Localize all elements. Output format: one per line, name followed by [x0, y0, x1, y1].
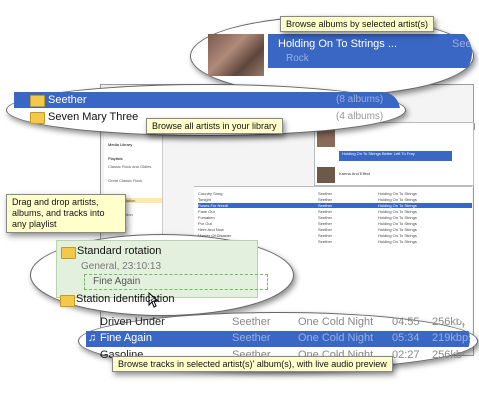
artist-name: Seether: [48, 94, 87, 106]
track-row[interactable]: Driven Under Seether One Cold Night 04:5…: [100, 316, 470, 328]
playlist-item-highlight[interactable]: Standard rotation General, 23:10:13: [56, 240, 258, 298]
playlist-item[interactable]: Classic Rock and Oldies: [108, 164, 152, 169]
tracks-callout: Browse tracks in selected artist(s)' alb…: [112, 356, 393, 372]
artists-list: Seether (8 albums) Seven Mary Three (4 a…: [14, 92, 400, 128]
album-row-selected[interactable]: Holding On To Strings Better Left To Fra…: [339, 151, 452, 161]
drop-target[interactable]: Fine Again: [84, 274, 268, 290]
music-note-icon[interactable]: ♫: [88, 332, 97, 344]
albums-bubble-content: Holding On To Strings ... Seether, 20 Ro…: [196, 26, 472, 80]
artist-row-selected[interactable]: Seether (8 albums): [14, 92, 400, 108]
folder-icon: [61, 247, 76, 259]
artist-row[interactable]: Seven Mary Three (4 albums): [14, 109, 400, 125]
playlist-item[interactable]: Great Classic Rock: [108, 178, 143, 183]
playlist-row-next[interactable]: Station identification: [56, 293, 236, 307]
artists-callout: Browse all artists in your library: [146, 118, 283, 134]
album-artist: Seether, 20: [452, 38, 472, 50]
playlist-name: Standard rotation: [77, 245, 162, 257]
album-row-selected[interactable]: Holding On To Strings ... Seether, 20 Ro…: [268, 34, 472, 68]
folder-icon: [60, 295, 75, 307]
albums-callout: Browse albums by selected artist(s): [280, 16, 435, 32]
album-art: [317, 167, 335, 183]
dragdrop-callout: Drag and drop artists, albums, and track…: [6, 194, 126, 233]
artist-album-count: (4 albums): [336, 111, 384, 122]
artist-album-count: (8 albums): [336, 94, 384, 105]
albums-pane: Holding On To Strings Better Left To Fra…: [314, 122, 474, 186]
playlist-meta: General, 23:10:13: [81, 261, 162, 272]
folder-icon: [30, 95, 45, 107]
album-row[interactable]: Karma And Effect: [339, 171, 371, 176]
media-library-item[interactable]: Media Library: [108, 142, 133, 147]
album-art: [317, 129, 335, 147]
playlists-header: Playlists: [108, 156, 123, 161]
artist-name: Seven Mary Three: [48, 111, 139, 123]
track-row-selected[interactable]: ♫ Fine Again Seether One Cold Night 05:3…: [86, 331, 470, 347]
drag-item-label: Fine Again: [93, 276, 141, 287]
album-cover: [208, 34, 264, 76]
album-genre: Rock: [286, 53, 309, 64]
folder-icon: [30, 112, 45, 124]
cursor-icon: [148, 292, 160, 308]
album-title: Holding On To Strings ...: [278, 38, 398, 50]
playlist-name: Station identification: [76, 293, 175, 305]
